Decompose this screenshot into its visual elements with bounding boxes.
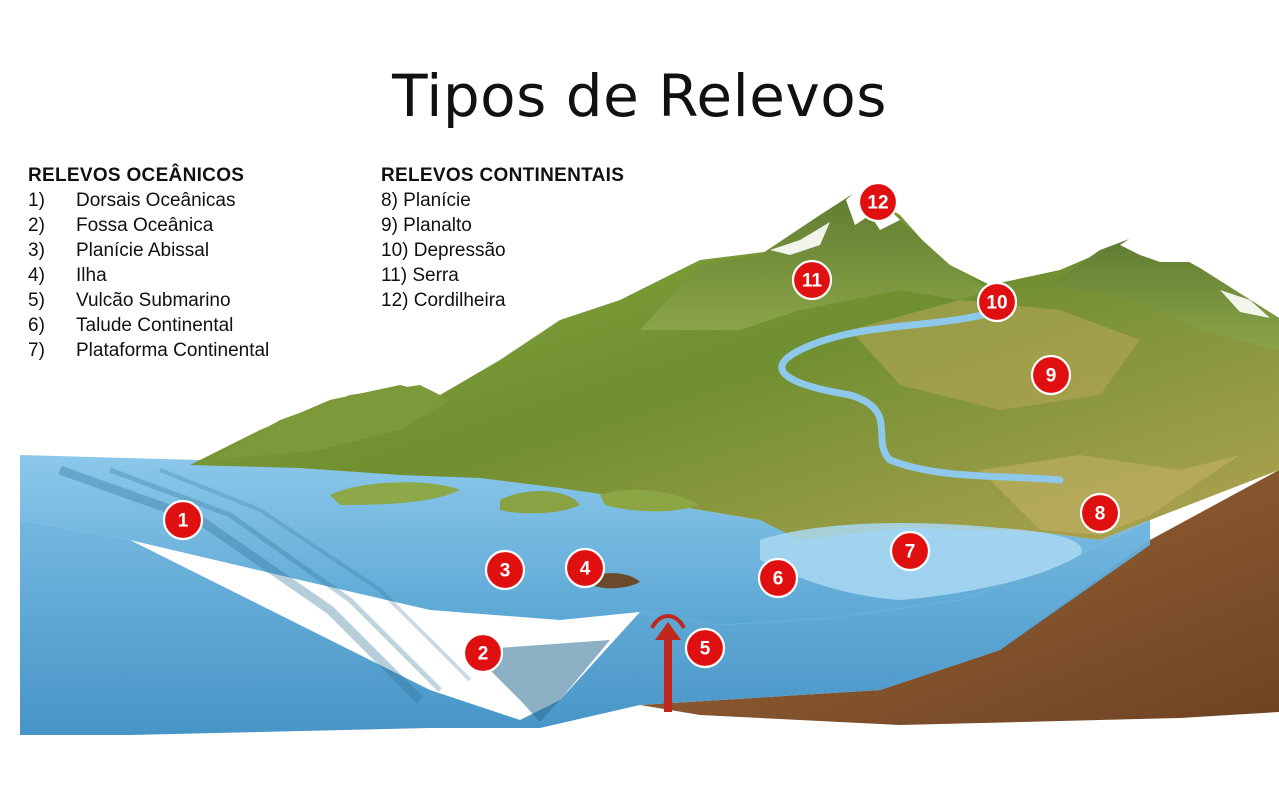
marker-7: 7 bbox=[889, 530, 931, 572]
legend-item: 4)Ilha bbox=[28, 265, 107, 286]
legend-item: 11) Serra bbox=[381, 265, 459, 286]
hills-left bbox=[210, 385, 450, 460]
legend-item: 2)Fossa Oceânica bbox=[28, 215, 214, 236]
trench-cut bbox=[470, 640, 610, 722]
marker-2: 2 bbox=[462, 632, 504, 674]
legend-continental: RELEVOS CONTINENTAIS 8) Planície 9) Plan… bbox=[381, 163, 624, 313]
mountain-range-right bbox=[1050, 235, 1279, 350]
marker-label: 6 bbox=[773, 569, 784, 590]
mountain-range bbox=[640, 188, 990, 330]
river bbox=[778, 306, 1064, 484]
marker-label: 2 bbox=[478, 644, 489, 665]
soil-block bbox=[640, 470, 1279, 725]
marker-label: 10 bbox=[986, 293, 1007, 314]
legend-item: 9) Planalto bbox=[381, 215, 472, 236]
legend-item: 10) Depressão bbox=[381, 240, 506, 261]
marker-label: 1 bbox=[178, 511, 189, 532]
legend-oceanic-heading: RELEVOS OCEÂNICOS bbox=[28, 165, 245, 186]
ocean-front-face bbox=[20, 520, 1150, 735]
marker-12: 12 bbox=[857, 181, 899, 223]
marker-10: 10 bbox=[976, 281, 1018, 323]
marker-11: 11 bbox=[791, 259, 833, 301]
legend-item: 5)Vulcão Submarino bbox=[28, 290, 231, 311]
legend-item: 12) Cordilheira bbox=[381, 290, 506, 311]
marker-label: 12 bbox=[867, 193, 888, 214]
legend-item: 3)Planície Abissal bbox=[28, 240, 210, 261]
plain bbox=[980, 455, 1240, 535]
marker-9: 9 bbox=[1030, 354, 1072, 396]
island bbox=[500, 490, 580, 514]
marker-4: 4 bbox=[564, 547, 606, 589]
marker-1: 1 bbox=[162, 499, 204, 541]
marker-label: 8 bbox=[1095, 504, 1106, 525]
marker-label: 11 bbox=[802, 271, 823, 292]
legend-oceanic: RELEVOS OCEÂNICOS 1)Dorsais Oceânicas 2)… bbox=[28, 163, 269, 363]
marker-label: 3 bbox=[500, 561, 511, 582]
island bbox=[600, 489, 700, 512]
island bbox=[330, 482, 460, 505]
legend-item: 6)Talude Continental bbox=[28, 315, 234, 336]
marker-label: 5 bbox=[700, 639, 711, 660]
ridge-texture bbox=[58, 465, 424, 704]
page-title: Tipos de Relevos bbox=[392, 62, 887, 130]
magma-conduit bbox=[655, 622, 681, 712]
marker-3: 3 bbox=[484, 549, 526, 591]
land-mass bbox=[190, 190, 1279, 540]
marker-label: 4 bbox=[580, 559, 591, 580]
marker-6: 6 bbox=[757, 557, 799, 599]
legend-continental-heading: RELEVOS CONTINENTAIS bbox=[381, 165, 625, 186]
marker-5: 5 bbox=[684, 627, 726, 669]
legend-item: 8) Planície bbox=[381, 190, 471, 211]
marker-8: 8 bbox=[1079, 492, 1121, 534]
legend-item: 7)Plataforma Continental bbox=[28, 340, 270, 361]
legend-item: 1)Dorsais Oceânicas bbox=[28, 190, 236, 211]
marker-label: 9 bbox=[1046, 366, 1057, 387]
marker-label: 7 bbox=[905, 542, 916, 563]
